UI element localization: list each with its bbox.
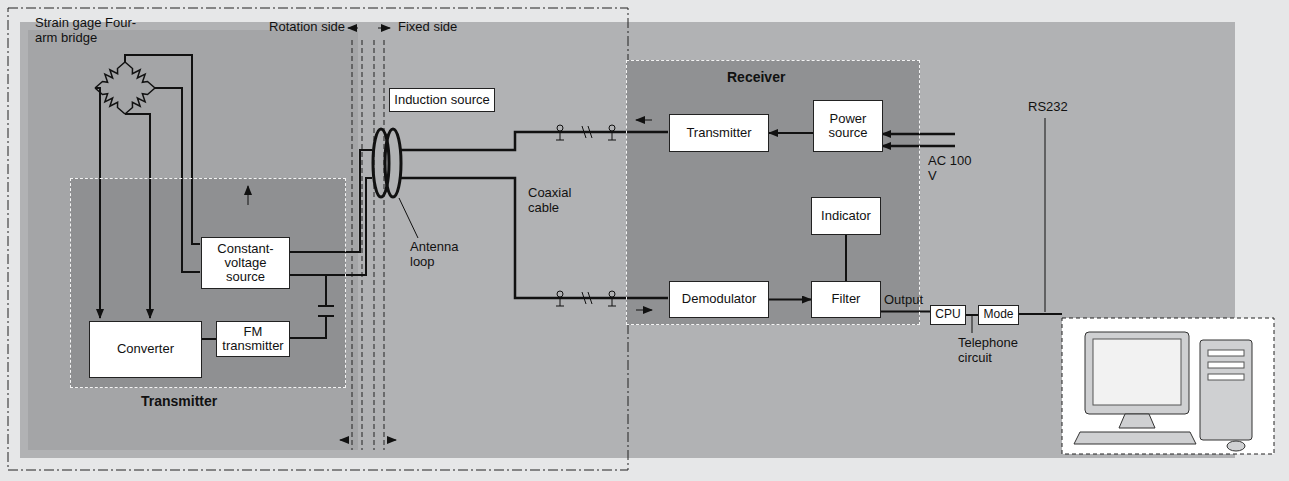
process-box: Constant-voltage source [201,237,290,289]
flow-arrow [248,186,249,205]
box-label: Mode [983,308,1013,321]
signal-line [769,132,813,134]
process-box: Indicator [811,197,881,235]
antenna-loop [373,129,401,197]
box-label: Power source [817,112,879,141]
antenna-label: Antenna loop [410,240,470,270]
box-label: FM transmitter [220,325,286,354]
edge-label: Output [884,293,923,308]
cable-connector [556,125,616,306]
signal-line [966,314,978,316]
process-box: Demodulator [669,281,769,318]
process-box: Filter [811,281,881,318]
side-label: Fixed side [398,20,478,35]
box-label: Indicator [821,209,871,223]
box-label: CPU [935,308,960,321]
strain-gage-label: Strain gage Four-arm bridge [35,16,145,46]
signal-line [881,311,930,313]
leader-line [972,316,973,333]
group-heading: Receiver [727,69,785,85]
strain-gage [95,62,125,88]
signal-line [202,338,216,340]
strain-gage [125,88,155,114]
box-label: Induction source [394,93,489,107]
side-arrows [340,28,396,440]
power-label: AC 100 V [928,154,972,184]
transmitter-shade [70,178,346,388]
process-box: Transmitter [669,114,769,152]
leader-line [399,198,418,238]
computer-icon [1062,318,1274,454]
signal-line [845,235,847,281]
box-label: Converter [117,342,174,356]
cpu-box: CPU [930,305,966,325]
box-label: Constant-voltage source [205,242,286,285]
leader-line [1045,118,1046,312]
bridge-wires [95,55,200,318]
interface-label: RS232 [1028,100,1088,115]
box-label: Filter [832,292,861,306]
signal-direction [636,120,652,310]
process-box: Converter [89,321,202,378]
modem-box: Mode [978,305,1019,325]
circuit-label: Telephone circuit [958,336,1032,366]
cable-label: Coaxial cable [528,186,590,216]
strain-gage-bridge [95,62,155,114]
coaxial-cable [401,132,668,298]
group-heading: Transmitter [141,393,217,409]
induction-source-box: Induction source [389,88,495,112]
receiver-shade [626,60,920,325]
rotating-unit-outline [8,8,628,470]
signal-line [769,299,811,301]
box-label: Transmitter [686,126,751,140]
rotation-area [28,30,358,450]
serial-wire [1014,313,1062,315]
transmitter-group: TransmitterConstant-voltage sourceConver… [70,178,346,388]
process-box: Power source [813,100,883,152]
process-box: FM transmitter [216,321,290,357]
box-label: Demodulator [682,292,756,306]
strain-gage [125,62,155,88]
receiver-group: ReceiverTransmitter Power sourceIndicator… [626,60,920,325]
side-divider [352,40,384,450]
ac-input [882,134,955,146]
side-label: Rotation side [240,20,345,35]
